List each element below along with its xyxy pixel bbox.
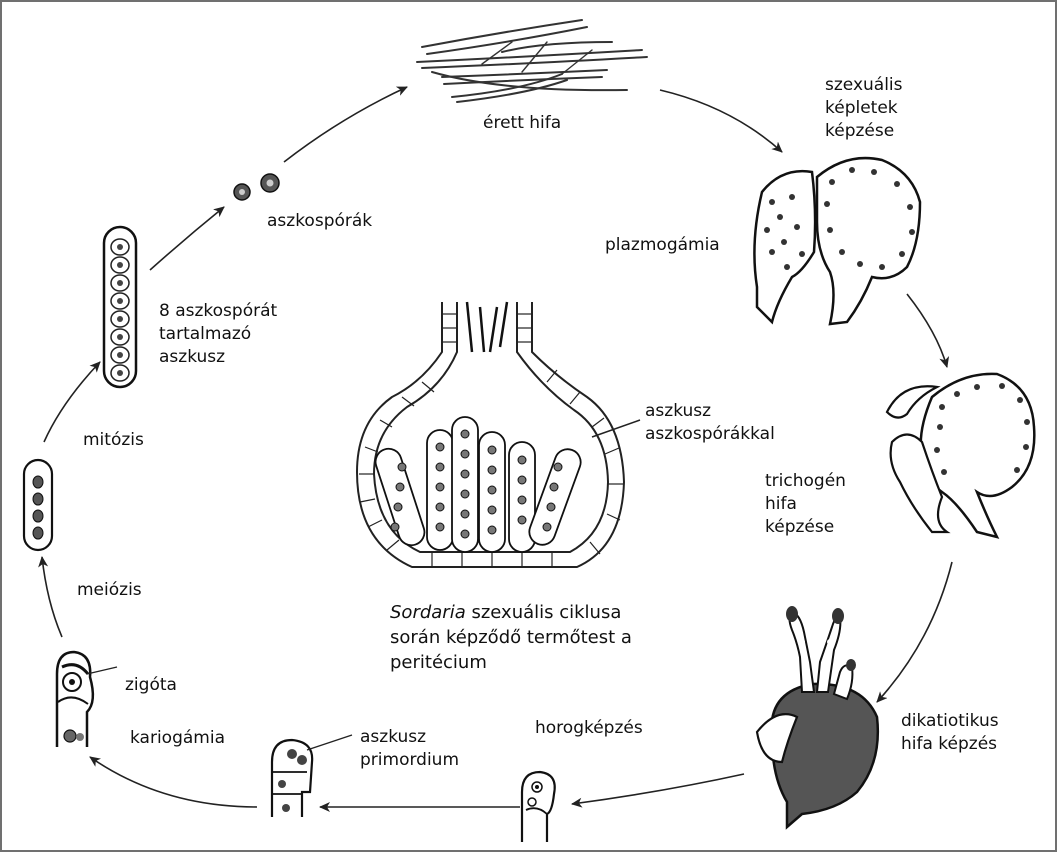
caption-line3: peritécium	[390, 650, 632, 675]
label-meiosis: meiózis	[74, 579, 145, 602]
label-mature-hypha: érett hifa	[480, 112, 564, 135]
sexual-structures-drawing	[754, 158, 920, 324]
ascus-primordium-drawing	[272, 740, 312, 817]
dikaryotic-hyphae-drawing	[757, 606, 878, 827]
label-mitosis: mitózis	[80, 429, 147, 452]
arrow-trichogyne-to-dikaryotic	[877, 562, 952, 702]
arrow-dikaryotic-to-hook	[572, 774, 744, 804]
caption-line1: szexuális ciklusa	[466, 602, 622, 623]
ascospores-drawing	[234, 174, 279, 200]
arrow-spores-to-hypha	[284, 87, 407, 162]
arrow-primordium-to-zygote	[90, 757, 257, 807]
label-ascus-primordium: aszkusz primordium	[357, 726, 462, 772]
caption-line2: során képződő termőtest a	[390, 625, 632, 650]
mature-hypha-drawing	[417, 20, 647, 102]
label-ascus-with-spores: aszkusz aszkospórákkal	[642, 400, 778, 446]
hook-formation-drawing	[522, 772, 555, 842]
arrow-hypha-to-sexual	[660, 90, 782, 152]
label-ascus-8-spores: 8 aszkospórát tartalmazó aszkusz	[156, 300, 280, 369]
arrow-ascus-to-spores	[150, 207, 224, 270]
trichogyne-drawing	[887, 374, 1034, 537]
arrow-sexual-to-trichogyne	[907, 294, 947, 367]
perithecium-drawing	[357, 302, 640, 567]
label-trichogyne: trichogén hifa képzése	[762, 470, 849, 539]
label-zygote: zigóta	[122, 674, 180, 697]
label-sexual-structures: szexuális képletek képzése	[822, 74, 906, 143]
caption-genus: Sordaria	[390, 602, 466, 623]
arrow-zygote-to-meiosis	[42, 557, 62, 637]
ascus-4-nuclei-drawing	[24, 460, 52, 550]
label-aszkosporak: aszkospórák	[264, 210, 375, 233]
ascus-8-spores-drawing	[104, 227, 136, 387]
caption-perithecium: Sordaria szexuális ciklusa során képződő…	[387, 600, 635, 675]
zygote-drawing	[57, 652, 93, 747]
label-karyogamy: kariogámia	[127, 727, 228, 750]
label-plasmogamy: plazmogámia	[602, 234, 723, 257]
label-dikaryotic: dikatiotikus hifa képzés	[898, 710, 1002, 756]
label-hook-formation: horogképzés	[532, 717, 646, 740]
